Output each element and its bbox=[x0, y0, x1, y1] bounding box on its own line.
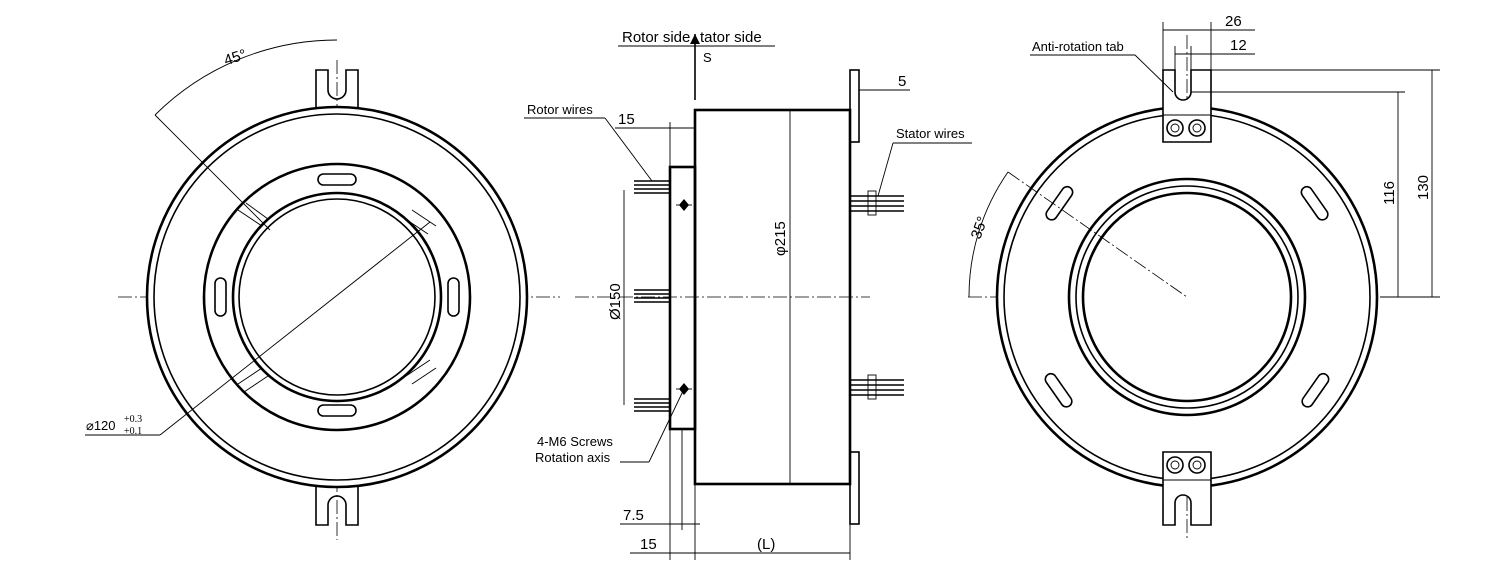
rear-view: 35° Anti-rotation tab 26 12 116 130 bbox=[968, 13, 1440, 540]
dim-slot-width: 12 bbox=[1230, 37, 1247, 54]
dim-tab-width: 26 bbox=[1225, 13, 1242, 30]
s-marker: S bbox=[703, 50, 712, 65]
front-angle-leader bbox=[154, 114, 271, 231]
rear-top-tab bbox=[1162, 69, 1212, 143]
rear-slots bbox=[1044, 185, 1330, 408]
stator-wires bbox=[850, 190, 904, 400]
rear-bore-inner bbox=[1081, 191, 1293, 403]
rotor-wires-label: Rotor wires bbox=[527, 102, 593, 117]
rear-bore-mid bbox=[1075, 185, 1299, 409]
front-rotor-flange bbox=[202, 162, 472, 432]
dim-bottom-small: 7.5 bbox=[623, 507, 644, 524]
front-wire-slot-right bbox=[447, 277, 460, 317]
front-bore-leader bbox=[159, 221, 431, 436]
side-flange-tab-bottom bbox=[849, 451, 860, 525]
rear-bore-outer bbox=[1067, 177, 1307, 417]
front-bore-inner bbox=[238, 198, 436, 396]
rotor-wires bbox=[634, 180, 670, 412]
rear-angle-line bbox=[1007, 171, 1188, 298]
front-bore-diameter: ⌀120 bbox=[86, 418, 116, 433]
dim-rotor-diameter: Ø150 bbox=[607, 283, 624, 320]
side-screw-top bbox=[676, 199, 692, 211]
front-wire-slot-left bbox=[214, 277, 227, 317]
dim-flange-thickness: 5 bbox=[898, 73, 906, 90]
dim-rotor-offset: 15 bbox=[618, 111, 635, 128]
rear-outer-housing bbox=[995, 105, 1379, 489]
tab-label: Anti-rotation tab bbox=[1032, 39, 1124, 54]
front-screw-marks bbox=[237, 202, 437, 393]
stator-side-label: tator side bbox=[700, 29, 762, 46]
dim-slot-height: 116 bbox=[1381, 181, 1398, 205]
front-bottom-tab bbox=[315, 482, 359, 526]
front-wire-slot-bottom bbox=[317, 404, 357, 417]
dim-bottom-rotor: 15 bbox=[640, 536, 657, 553]
tab-leader bbox=[1134, 54, 1174, 93]
screws-leader bbox=[648, 388, 685, 463]
dim-tab-height: 130 bbox=[1415, 175, 1432, 200]
front-bore-tol-lower: +0.1 bbox=[124, 426, 142, 437]
front-wire-slot-top bbox=[317, 173, 357, 186]
rear-angle-arc bbox=[968, 171, 1009, 298]
front-bore-tol-upper: +0.3 bbox=[124, 414, 142, 425]
rear-bottom-tab bbox=[1162, 451, 1212, 526]
screws-label: 4-M6 Screws bbox=[537, 434, 613, 449]
axis-label: Rotation axis bbox=[535, 450, 611, 465]
dim-length: (L) bbox=[757, 536, 775, 553]
rear-angle-label: 35° bbox=[968, 214, 992, 241]
side-indicator-arrowhead bbox=[690, 34, 700, 44]
side-view: Rotor side tator side S Rotor bbox=[524, 29, 972, 560]
rotor-side-label: Rotor side bbox=[622, 29, 690, 46]
front-top-tab bbox=[315, 69, 359, 112]
side-flange-tab-top bbox=[849, 69, 860, 143]
stator-wires-leader bbox=[877, 142, 894, 197]
front-angle-arc bbox=[154, 39, 338, 116]
front-view: 45° ⌀120 +0.3 +0.1 bbox=[85, 39, 560, 540]
front-bore-outer bbox=[231, 191, 443, 403]
front-angle-label: 45° bbox=[222, 46, 249, 69]
front-outer-housing-inner-edge bbox=[153, 113, 521, 481]
rotor-wires-leader bbox=[604, 117, 653, 182]
stator-wires-label: Stator wires bbox=[896, 126, 965, 141]
dim-outer-diameter: φ215 bbox=[772, 221, 789, 256]
